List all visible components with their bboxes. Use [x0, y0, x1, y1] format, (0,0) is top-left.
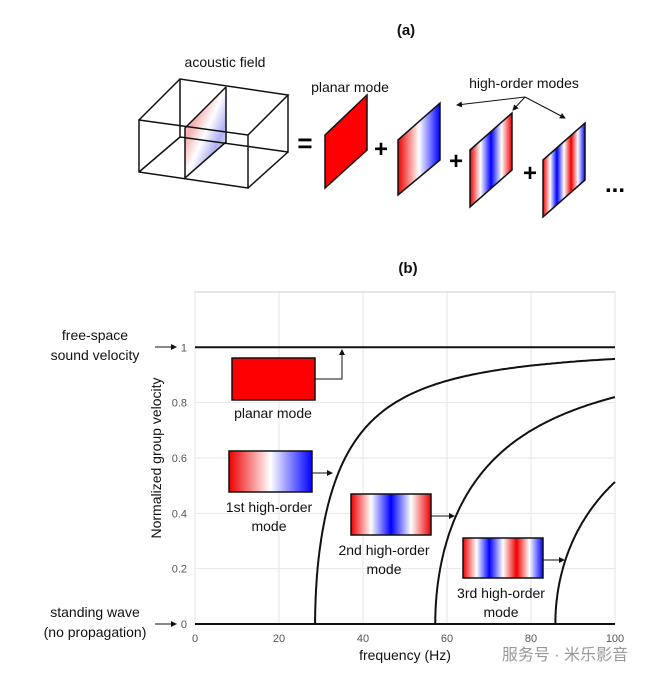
second-mode-inset-label: 2nd high-order	[338, 542, 429, 558]
third-mode-inset-label: mode	[483, 604, 518, 620]
series-line-3rd-high-order-mode	[554, 481, 616, 624]
first-mode-inset-label: mode	[251, 518, 286, 534]
planar-mode-panel	[324, 93, 368, 190]
third-mode-panel	[542, 121, 586, 219]
series-line-2nd-high-order-mode	[434, 396, 616, 624]
free-space-label: free-space	[62, 327, 128, 343]
plus-sign: +	[523, 160, 537, 187]
first-mode-inset	[228, 450, 313, 493]
ellipsis: ...	[605, 171, 625, 198]
series-line-1st-high-order-mode	[314, 357, 616, 624]
standing-wave-label: standing wave	[50, 604, 140, 620]
x-tick-label: 40	[357, 633, 369, 645]
x-tick-label: 60	[441, 633, 453, 645]
third-mode-inset-label: 3rd high-order	[457, 585, 545, 601]
panel-b-title: (b)	[398, 260, 417, 277]
watermark: 服务号 · 米乐影音	[502, 646, 628, 664]
planar-mode-arrow	[315, 349, 345, 380]
y-tick-label: 0.8	[172, 398, 187, 410]
plus-sign: +	[374, 136, 388, 163]
equals-sign: =	[297, 128, 312, 158]
y-tick-label: 0.4	[172, 508, 187, 520]
x-tick-label: 80	[525, 633, 537, 645]
high-order-arrows	[456, 96, 566, 119]
y-axis-label: Normalized group velocity	[148, 377, 164, 538]
y-tick-label: 0.2	[172, 564, 187, 576]
planar-mode-inset-label: planar mode	[234, 405, 312, 421]
x-tick-label: 0	[192, 633, 198, 645]
x-tick-label: 100	[606, 633, 624, 645]
first-mode-panel	[397, 101, 441, 197]
second-mode-inset-label: mode	[366, 561, 401, 577]
high-order-modes-label: high-order modes	[469, 75, 579, 91]
y-tick-label: 0	[181, 619, 187, 631]
free-space-label: sound velocity	[51, 347, 140, 363]
y-tick-label: 1	[181, 342, 187, 354]
planar-mode-inset	[231, 357, 316, 401]
y-tick-label: 0.6	[172, 453, 187, 465]
second-mode-inset	[350, 493, 432, 536]
planar-mode-label: planar mode	[311, 79, 389, 95]
plus-sign: +	[449, 148, 463, 175]
panel-a-title: (a)	[397, 22, 415, 39]
x-axis-label: frequency (Hz)	[359, 647, 451, 663]
x-tick-label: 20	[273, 633, 285, 645]
first-mode-inset-label: 1st high-order	[226, 499, 313, 515]
third-mode-inset	[462, 537, 544, 579]
acoustic-field-box	[138, 78, 290, 189]
acoustic-field-label: acoustic field	[185, 54, 266, 70]
second-mode-panel	[469, 111, 513, 209]
standing-wave-label: (no propagation)	[44, 624, 147, 640]
